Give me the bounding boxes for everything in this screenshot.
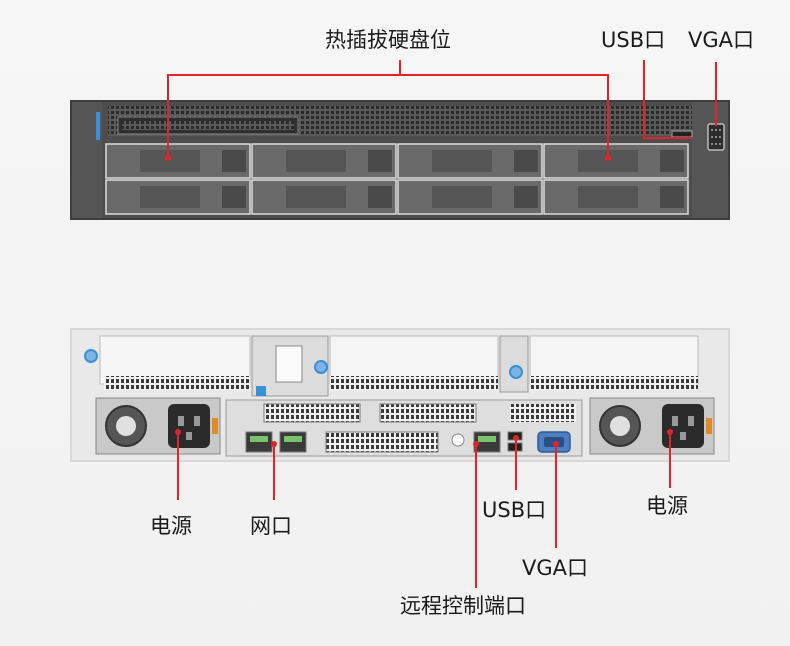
thumbscrew-icon[interactable] <box>84 349 98 363</box>
drive-bay[interactable] <box>105 143 251 179</box>
power-inlet-right[interactable] <box>662 404 704 448</box>
drive-bay[interactable] <box>543 143 689 179</box>
drive-bay[interactable] <box>397 179 543 215</box>
drive-bays <box>105 143 689 215</box>
label-power-right: 电源 <box>646 494 688 518</box>
rear-chassis <box>70 328 730 462</box>
drive-bay[interactable] <box>251 179 397 215</box>
status-led-strip <box>96 112 100 140</box>
rear-vent <box>104 376 250 390</box>
power-inlet-left[interactable] <box>168 404 210 448</box>
front-callout-lines <box>167 60 717 158</box>
drive-bay[interactable] <box>397 143 543 179</box>
rear-callout-lines <box>177 432 671 588</box>
hdd-marker-dot <box>605 155 611 161</box>
hdd-marker-dot <box>165 155 171 161</box>
label-rear-vga: VGA口 <box>522 556 589 580</box>
label-remote-port: 远程控制端口 <box>400 594 526 618</box>
drive-bay[interactable] <box>251 143 397 179</box>
label-front-usb: USB口 <box>601 28 666 52</box>
rear-vent <box>530 376 698 390</box>
label-rear-usb: USB口 <box>482 498 547 522</box>
id-button[interactable] <box>451 433 465 447</box>
front-usb-port[interactable] <box>671 130 693 138</box>
label-hot-swap-bays: 热插拔硬盘位 <box>325 28 451 52</box>
label-network: 网口 <box>250 514 292 538</box>
label-front-vga: VGA口 <box>688 28 755 52</box>
label-power-left: 电源 <box>150 514 192 538</box>
thumbscrew-icon[interactable] <box>314 360 328 374</box>
rear-vent <box>330 376 498 390</box>
drive-bay[interactable] <box>105 179 251 215</box>
thumbscrew-icon[interactable] <box>509 365 523 379</box>
drive-bay[interactable] <box>543 179 689 215</box>
